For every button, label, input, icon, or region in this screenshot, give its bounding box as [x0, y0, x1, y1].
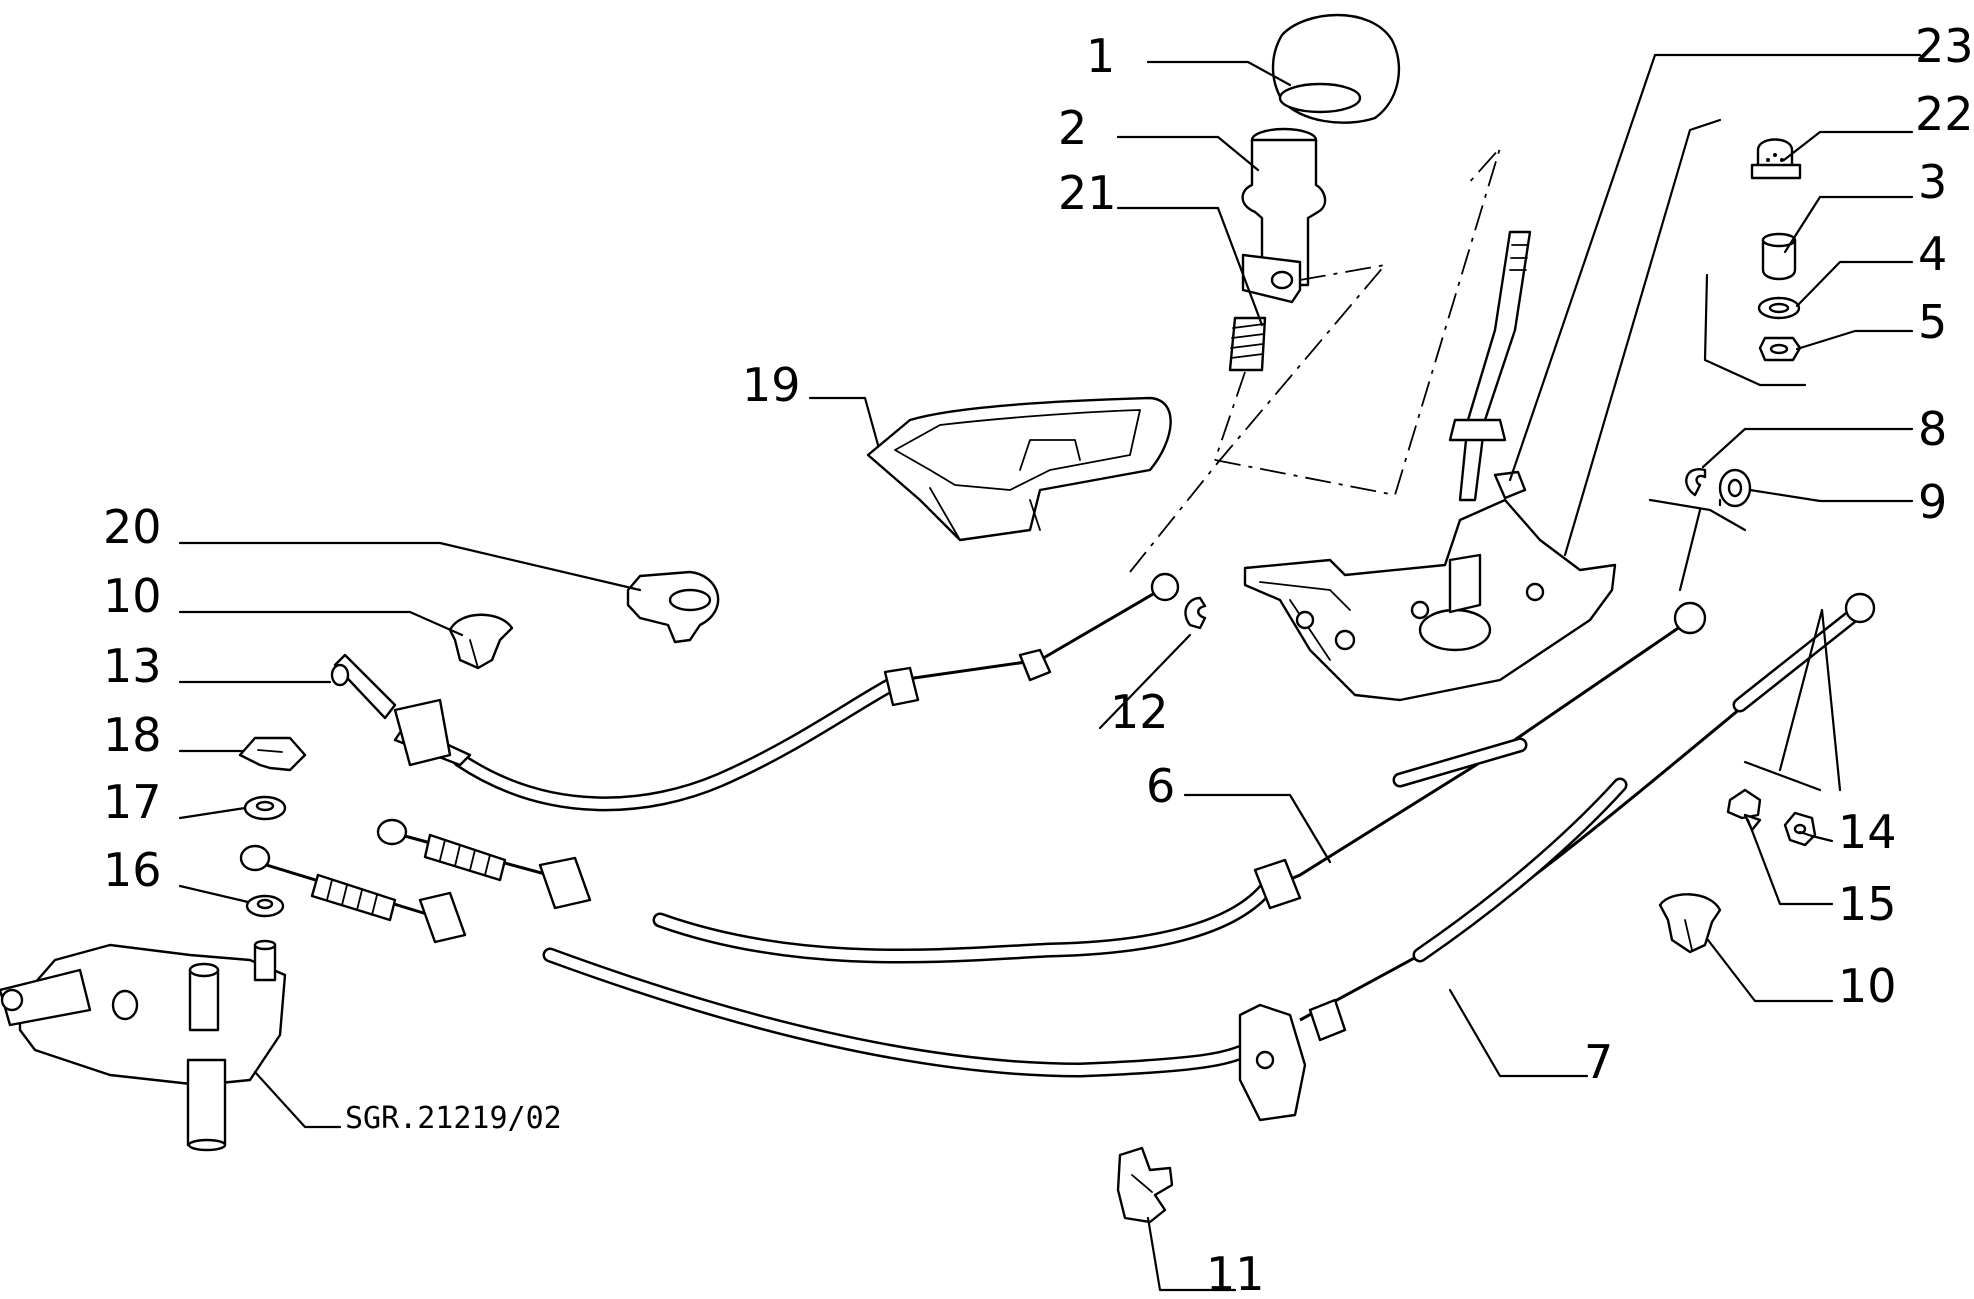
- callout-1: 23: [1915, 19, 1974, 73]
- part-nut-14: [1783, 811, 1817, 847]
- assembly-dash-lines: [1129, 147, 1501, 573]
- part-knob-adaptor: [1241, 127, 1327, 304]
- part-clip-12: [1184, 596, 1207, 630]
- callout-15: 15: [1838, 877, 1897, 931]
- part-washer-16: [245, 894, 285, 918]
- callout-21: 2: [1058, 101, 1087, 155]
- callout-14: 14: [1838, 805, 1897, 859]
- callout-7: 7: [1584, 1035, 1613, 1089]
- callout-13: 13: [103, 639, 162, 693]
- part-bush: [1761, 232, 1797, 281]
- part-clip-8: [1685, 468, 1707, 497]
- part-gear-lever-assembly: [1243, 230, 1617, 702]
- callout-3: 3: [1918, 155, 1947, 209]
- part-transmission-lever: [0, 939, 287, 1152]
- part-spring: [1228, 316, 1267, 372]
- part-gear-cable-6: [376, 601, 1707, 964]
- callout-22: 21: [1058, 166, 1117, 220]
- callout-2: 1: [1086, 29, 1115, 83]
- part-clip-10-upper: [448, 613, 514, 670]
- callout-10-a: 10: [103, 569, 162, 623]
- callout-23: 22: [1915, 87, 1974, 141]
- part-clip-18: [238, 736, 307, 772]
- part-clip-10-lower: [1658, 893, 1722, 954]
- part-retaining-clip-11: [1116, 1146, 1174, 1224]
- part-cap: [1750, 138, 1802, 180]
- part-gear-knob: [1271, 13, 1401, 124]
- callout-17: 17: [103, 775, 162, 829]
- part-washer-17: [243, 795, 287, 821]
- callout-4: 4: [1918, 227, 1947, 281]
- leader-lines: [178, 53, 1922, 1292]
- callout-11: 11: [1206, 1247, 1265, 1299]
- callout-labels: 1 2 21 22 23 3 4 5 8 9 19 20 10 13 12 18…: [103, 19, 1974, 1299]
- part-selector-cable-7: [239, 592, 1876, 1122]
- part-console-tray: [866, 396, 1172, 542]
- reference-code: SGR.21219/02: [345, 1101, 562, 1136]
- callout-12: 12: [1110, 685, 1169, 739]
- part-clip-bracket-20: [626, 570, 720, 644]
- part-washer-9: [1718, 468, 1752, 508]
- part-nut-5: [1758, 336, 1802, 362]
- callout-18: 18: [103, 708, 162, 762]
- part-washer-4: [1757, 296, 1801, 320]
- callout-9: 9: [1918, 475, 1947, 529]
- callout-10-b: 10: [1838, 959, 1897, 1013]
- callout-5: 5: [1918, 295, 1947, 349]
- callout-8: 8: [1918, 402, 1947, 456]
- callout-20: 20: [103, 500, 162, 554]
- part-selector-cable-13: [330, 572, 1180, 812]
- callout-6: 6: [1146, 759, 1175, 813]
- callout-19: 19: [742, 358, 801, 412]
- callout-16: 16: [103, 843, 162, 897]
- part-bolt-15: [1726, 788, 1762, 832]
